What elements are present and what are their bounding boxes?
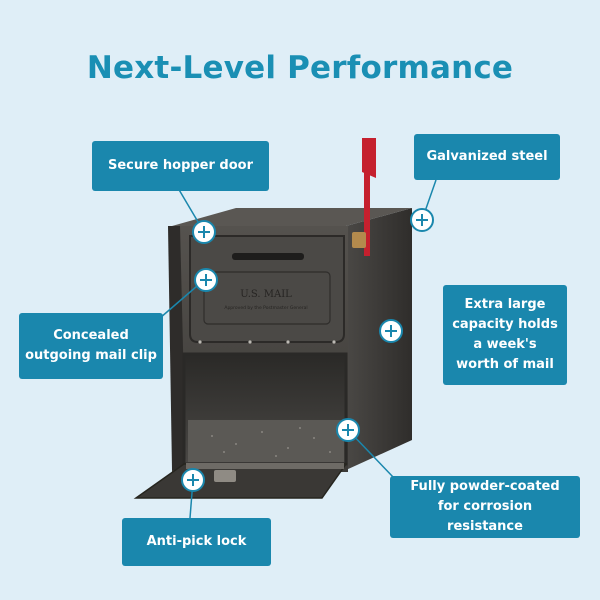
rivet: [286, 340, 290, 344]
mailbox-left-edge: [168, 226, 186, 470]
callout-text: Fully powder-coated for corrosion resist…: [410, 479, 560, 534]
open-lid: [133, 463, 348, 499]
hotspot-hopper-door[interactable]: [192, 220, 216, 244]
mailbox-side-panel: [346, 208, 412, 470]
lock-body: [214, 470, 236, 482]
compartment-floor: [188, 420, 344, 462]
hotspot-concealed-clip[interactable]: [194, 268, 218, 292]
red-flag-pole: [364, 160, 370, 256]
callout-text: Galvanized steel: [426, 149, 548, 164]
callout-text: Concealed outgoing mail clip: [25, 328, 157, 363]
hotspot-powder-coated[interactable]: [336, 418, 360, 442]
flag-mount: [352, 232, 366, 248]
callout-galvanized-steel: Galvanized steel: [414, 134, 560, 180]
rivet: [198, 340, 202, 344]
callout-extra-large: Extra large capacity holds a week's wort…: [443, 285, 567, 385]
hotspot-extra-large[interactable]: [379, 319, 403, 343]
rivet: [332, 340, 336, 344]
callout-text: Secure hopper door: [107, 158, 254, 173]
door-handle: [232, 253, 304, 260]
callout-powder-coated: Fully powder-coated for corrosion resist…: [390, 476, 580, 538]
hinge-strip: [186, 463, 344, 469]
page-title: Next-Level Performance: [86, 50, 514, 86]
callout-anti-pick-lock: Anti-pick lock: [122, 518, 271, 566]
rivet: [248, 340, 252, 344]
hotspot-galvanized-steel[interactable]: [410, 208, 434, 232]
door-embossed-frame: [203, 271, 331, 325]
mailbox-top: [172, 208, 412, 226]
floor-dots: [211, 427, 331, 457]
door-us-mail-text: U.S. MAIL: [240, 289, 292, 300]
hotspot-anti-pick-lock[interactable]: [181, 468, 205, 492]
door-subtext: Approved by the Postmaster General: [224, 305, 307, 311]
callout-text: Anti-pick lock: [146, 534, 247, 549]
hopper-door: [189, 235, 345, 343]
callout-secure-hopper-door: Secure hopper door: [92, 141, 269, 191]
callout-text: Extra large capacity holds a week's wort…: [452, 297, 558, 372]
callout-concealed-clip: Concealed outgoing mail clip: [19, 313, 163, 379]
red-flag: [362, 138, 376, 178]
